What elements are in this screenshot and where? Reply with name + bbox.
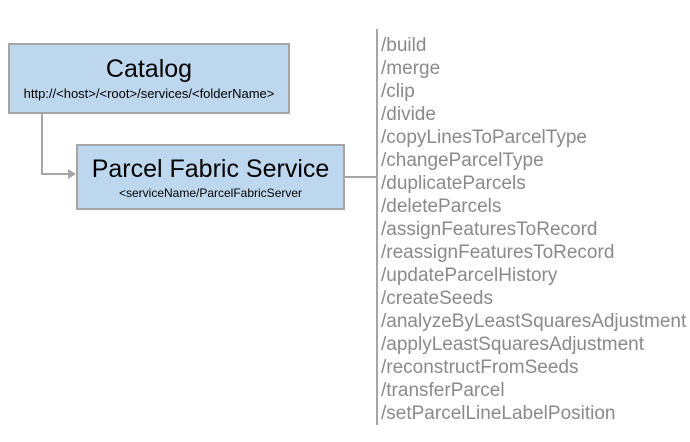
catalog-url-template: http://<host>/<root>/services/<folderNam… <box>23 86 275 102</box>
endpoint-item: /clip <box>381 81 415 102</box>
parcel-fabric-service-node: Parcel Fabric Service <serviceName/Parce… <box>76 144 345 210</box>
endpoint-item: /createSeeds <box>381 288 493 309</box>
service-title: Parcel Fabric Service <box>91 154 330 183</box>
endpoint-item: /build <box>381 35 427 56</box>
connector-arrowhead-icon <box>68 169 76 179</box>
service-url-template: <serviceName/ParcelFabricServer <box>118 185 303 200</box>
endpoint-item: /setParcelLineLabelPosition <box>381 403 616 424</box>
operations-list: /build/merge/clip/divide/copyLinesToParc… <box>381 34 686 425</box>
catalog-title: Catalog <box>105 55 193 84</box>
endpoint-item: /deleteParcels <box>381 196 502 217</box>
endpoint-item: /updateParcelHistory <box>381 265 558 286</box>
endpoint-item: /reassignFeaturesToRecord <box>381 242 615 263</box>
catalog-to-service-connector-vertical <box>41 114 43 175</box>
endpoint-item: /transferParcel <box>381 380 505 401</box>
endpoint-item: /assignFeaturesToRecord <box>381 219 598 240</box>
catalog-node: Catalog http://<host>/<root>/services/<f… <box>8 43 290 114</box>
endpoint-item: /divide <box>381 104 436 125</box>
operations-separator-line <box>376 29 378 425</box>
catalog-to-service-connector-horizontal <box>41 173 68 175</box>
endpoint-item: /changeParcelType <box>381 150 544 171</box>
endpoint-item: /duplicateParcels <box>381 173 526 194</box>
endpoint-item: /copyLinesToParcelType <box>381 127 587 148</box>
service-to-operations-connector <box>345 176 376 178</box>
endpoint-item: /applyLeastSquaresAdjustment <box>381 334 644 355</box>
endpoint-item: /reconstructFromSeeds <box>381 357 579 378</box>
endpoint-item: /merge <box>381 58 441 79</box>
endpoint-item: /analyzeByLeastSquaresAdjustment <box>381 311 687 332</box>
